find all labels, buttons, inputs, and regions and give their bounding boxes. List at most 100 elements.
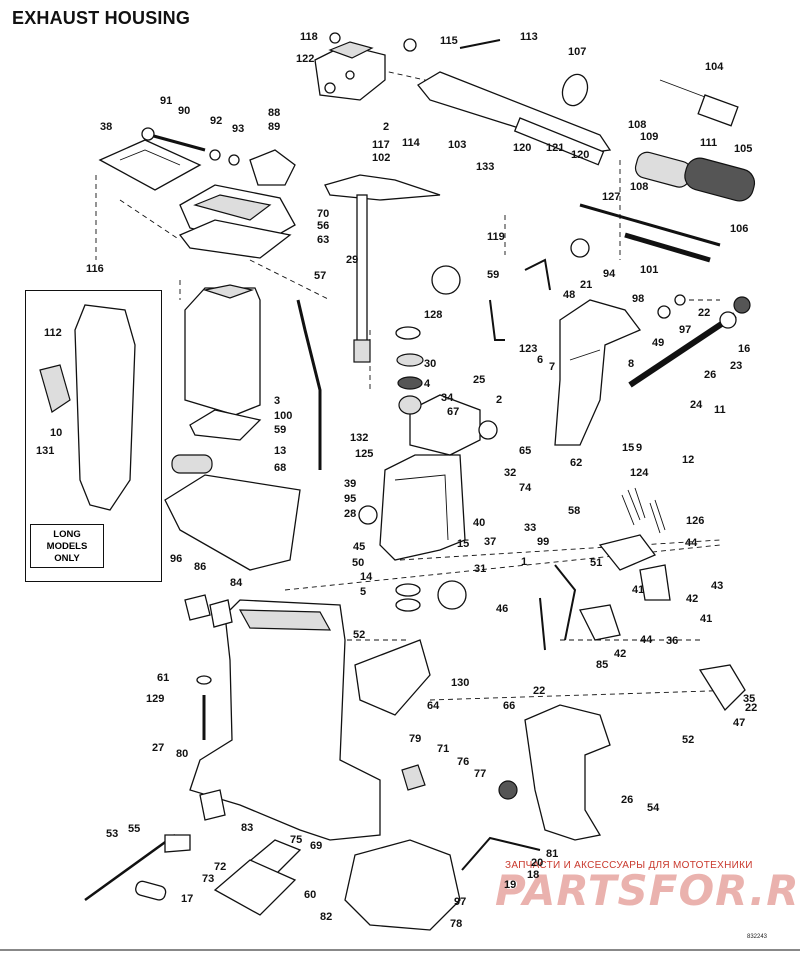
part-callout-115: 115 [440, 35, 458, 47]
part-callout-39: 39 [344, 478, 356, 490]
part-callout-133: 133 [476, 161, 494, 173]
part-callout-120: 120 [571, 149, 589, 161]
part-callout-66: 66 [503, 700, 515, 712]
part-callout-128: 128 [424, 309, 442, 321]
part-callout-116: 116 [86, 263, 104, 275]
part-callout-91: 91 [160, 95, 172, 107]
part-callout-59: 59 [274, 424, 286, 436]
lower-arrow-icon [437, 580, 467, 610]
part-callout-53: 53 [106, 828, 118, 840]
inset-exhaust-tube [39, 304, 136, 511]
bushing-3 [398, 395, 422, 415]
part-callout-46: 46 [496, 603, 508, 615]
sleeve-97 [135, 880, 167, 901]
part-callout-24: 24 [690, 399, 703, 411]
part-callout-84: 84 [230, 577, 243, 589]
cable-end-104 [659, 79, 739, 127]
part-callout-95: 95 [344, 493, 356, 505]
part-callout-44: 44 [640, 634, 653, 646]
part-callout-113: 113 [520, 31, 538, 43]
part-callout-27: 27 [152, 742, 164, 754]
part-callout-25: 25 [473, 374, 485, 386]
washer-129 [196, 675, 212, 685]
part-callout-107: 107 [568, 46, 586, 58]
part-callout-2: 2 [383, 121, 389, 133]
tiller-grip [634, 151, 756, 202]
washer-49 [674, 294, 686, 306]
upper-arrow-icon [431, 265, 461, 295]
part-callout-14: 14 [360, 571, 373, 583]
part-callout-57: 57 [314, 270, 326, 282]
part-callout-61: 61 [157, 672, 169, 684]
part-callout-50: 50 [352, 557, 364, 569]
steering-shaft-29 [324, 174, 441, 363]
part-callout-98: 98 [632, 293, 644, 305]
part-callout-17: 17 [181, 893, 193, 905]
washer-92 [209, 149, 221, 161]
spring-39 [621, 487, 646, 526]
part-callout-59: 59 [487, 269, 499, 281]
part-callout-4: 4 [424, 378, 431, 390]
part-callout-93: 93 [232, 123, 244, 135]
inset-caption-line-1: LONG [53, 529, 81, 540]
swivel-bracket-1 [379, 394, 481, 561]
part-callout-122: 122 [296, 53, 314, 65]
part-callout-15: 15 [457, 538, 469, 550]
part-callout-70: 70 [317, 208, 329, 220]
part-callout-36: 36 [666, 635, 678, 647]
part-callout-118: 118 [300, 31, 318, 43]
part-callout-64: 64 [427, 700, 440, 712]
part-callout-103: 103 [448, 139, 466, 151]
part-callout-90: 90 [178, 105, 190, 117]
part-callout-16: 16 [738, 343, 750, 355]
part-callout-121: 121 [546, 142, 564, 154]
part-callout-80: 80 [176, 748, 188, 760]
part-callout-102: 102 [372, 152, 390, 164]
part-callout-32: 32 [504, 467, 516, 479]
part-callout-126: 126 [686, 515, 704, 527]
part-callout-30: 30 [424, 358, 436, 370]
part-callout-26: 26 [704, 369, 716, 381]
part-callout-131: 131 [36, 445, 54, 457]
stern-bracket-23 [554, 299, 642, 446]
rod-55 [84, 833, 176, 902]
bushing-16 [657, 305, 671, 319]
part-callout-117: 117 [372, 139, 390, 151]
part-callout-18: 18 [527, 869, 539, 881]
part-callout-28: 28 [344, 508, 356, 520]
part-callout-9: 9 [636, 442, 642, 454]
part-callout-20: 20 [531, 857, 543, 869]
part-callout-1: 1 [521, 556, 527, 568]
part-callout-72: 72 [214, 861, 226, 873]
part-callout-58: 58 [568, 505, 580, 517]
long-models-inset [25, 290, 162, 582]
part-callout-22: 22 [698, 307, 710, 319]
lever-46 [579, 604, 621, 641]
part-callout-76: 76 [457, 756, 469, 768]
part-callout-29: 29 [346, 254, 358, 266]
washer-26 [719, 311, 737, 329]
part-callout-3: 3 [274, 395, 280, 407]
part-callout-132: 132 [350, 432, 368, 444]
part-callout-63: 63 [317, 234, 329, 246]
part-callout-6: 6 [537, 354, 543, 366]
part-callout-56: 56 [317, 220, 329, 232]
steering-arm [417, 71, 612, 166]
part-callout-129: 129 [146, 693, 164, 705]
part-callout-104: 104 [705, 61, 724, 73]
part-callout-68: 68 [274, 462, 286, 474]
part-callout-111: 111 [700, 137, 717, 149]
bushing-107 [561, 73, 589, 107]
inset-caption-line-2: MODELS [46, 541, 88, 552]
part-callout-37: 37 [484, 536, 496, 548]
part-callout-12: 12 [682, 454, 694, 466]
part-callout-2: 2 [496, 394, 502, 406]
upper-mount-bracket [314, 41, 386, 101]
part-callout-79: 79 [409, 733, 421, 745]
part-callout-94: 94 [603, 268, 616, 280]
part-callout-60: 60 [304, 889, 316, 901]
diagram-title: EXHAUST HOUSING [12, 8, 191, 28]
part-callout-65: 65 [519, 445, 531, 457]
part-callout-11: 11 [714, 404, 726, 416]
